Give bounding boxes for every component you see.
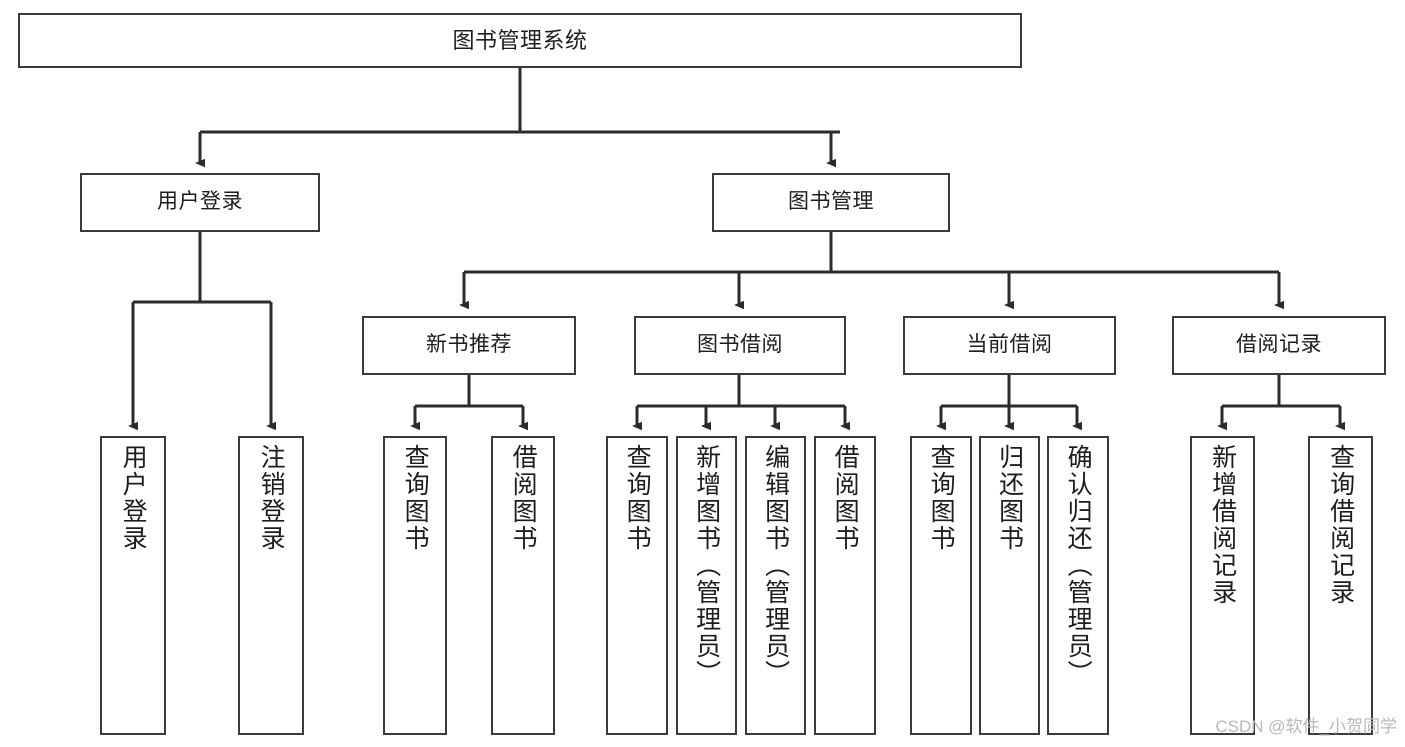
node-label: 借阅图书 <box>509 444 538 552</box>
node-root-book-management-system[interactable]: 图书管理系统 <box>18 13 1022 68</box>
leaf-borrow-borrow-book[interactable]: 借阅图书 <box>814 436 876 735</box>
node-label: 新增借阅记录 <box>1208 444 1237 606</box>
node-label: 查询借阅记录 <box>1326 444 1355 606</box>
node-label: 新增图书（管理员） <box>692 444 721 687</box>
node-current-borrow[interactable]: 当前借阅 <box>903 316 1116 375</box>
leaf-borrow-add-book-admin[interactable]: 新增图书（管理员） <box>676 436 737 735</box>
node-label: 图书管理系统 <box>452 27 588 53</box>
node-label: 图书管理 <box>788 190 874 214</box>
csdn-watermark: CSDN @软件_小贺同学 <box>1215 717 1397 736</box>
leaf-recommend-query-book[interactable]: 查询图书 <box>383 436 447 735</box>
node-label: 图书借阅 <box>697 333 783 357</box>
node-label: 归还图书 <box>995 444 1024 552</box>
leaf-record-add-borrow-record[interactable]: 新增借阅记录 <box>1190 436 1255 735</box>
node-label: 新书推荐 <box>426 333 512 357</box>
node-label: 当前借阅 <box>966 333 1053 357</box>
node-borrow-record[interactable]: 借阅记录 <box>1172 316 1386 375</box>
leaf-current-confirm-return-admin[interactable]: 确认归还（管理员） <box>1047 436 1109 735</box>
node-label: 注销登录 <box>257 444 286 552</box>
leaf-recommend-borrow-book[interactable]: 借阅图书 <box>491 436 555 735</box>
node-label: 用户登录 <box>157 190 243 214</box>
node-book-management[interactable]: 图书管理 <box>712 173 950 232</box>
node-label: 用户登录 <box>119 444 148 552</box>
node-label: 查询图书 <box>927 444 956 552</box>
leaf-current-return-book[interactable]: 归还图书 <box>979 436 1040 735</box>
leaf-logout[interactable]: 注销登录 <box>238 436 304 735</box>
node-label: 借阅记录 <box>1236 333 1322 357</box>
node-label: 借阅图书 <box>831 444 860 552</box>
leaf-borrow-query-book[interactable]: 查询图书 <box>606 436 668 735</box>
node-label: 确认归还（管理员） <box>1064 444 1093 687</box>
node-user-login[interactable]: 用户登录 <box>80 173 320 232</box>
leaf-borrow-edit-book-admin[interactable]: 编辑图书（管理员） <box>745 436 806 735</box>
leaf-user-login[interactable]: 用户登录 <box>100 436 166 735</box>
node-label: 编辑图书（管理员） <box>761 444 790 687</box>
leaf-current-query-book[interactable]: 查询图书 <box>910 436 972 735</box>
node-label: 查询图书 <box>401 444 430 552</box>
node-book-borrow[interactable]: 图书借阅 <box>634 316 846 375</box>
leaf-record-query-borrow-record[interactable]: 查询借阅记录 <box>1308 436 1373 735</box>
node-new-book-recommend[interactable]: 新书推荐 <box>362 316 576 375</box>
node-label: 查询图书 <box>623 444 652 552</box>
